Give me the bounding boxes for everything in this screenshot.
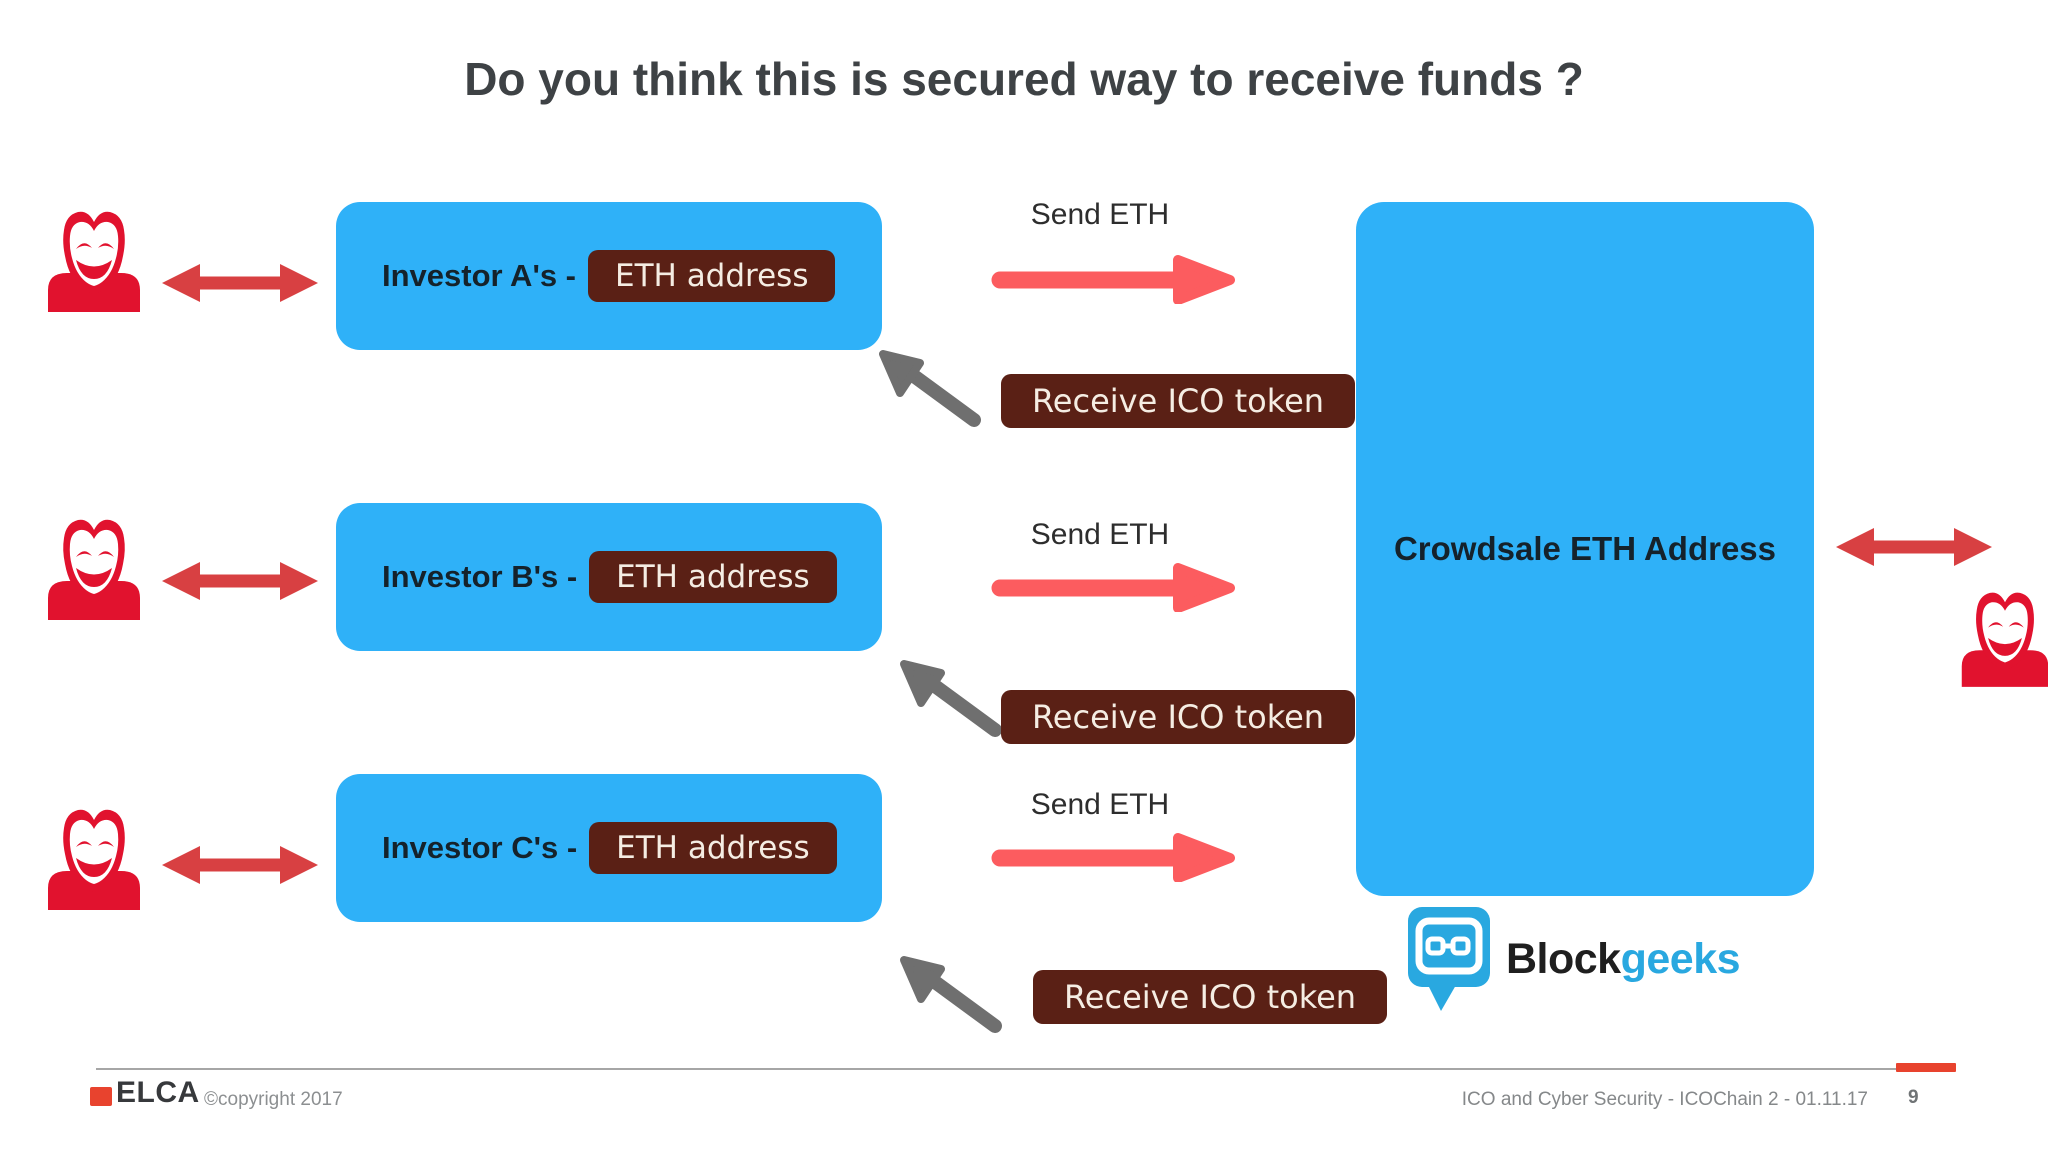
- footer-deck-title: ICO and Cyber Security - ICOChain 2 - 01…: [1461, 1089, 1868, 1110]
- bidirectional-arrow-icon: [160, 260, 320, 306]
- bidirectional-arrow-icon: [160, 842, 320, 888]
- investor-box: Investor B's - ETH address: [336, 503, 882, 651]
- send-eth-arrow-icon: [990, 560, 1238, 612]
- masked-investor-icon: [48, 809, 140, 910]
- receive-arrow-icon: [893, 948, 1011, 1036]
- investor-label: Investor A's -: [382, 258, 576, 293]
- send-eth-label: Send ETH: [1030, 518, 1170, 551]
- bidirectional-arrow-icon: [1834, 524, 1994, 570]
- elca-logo-mark: [90, 1087, 112, 1106]
- footer-accent-mark: [1896, 1063, 1956, 1072]
- send-eth-arrow-icon: [990, 252, 1238, 304]
- masked-investor-icon: [1961, 592, 2048, 687]
- send-eth-label: Send ETH: [1030, 788, 1170, 821]
- receive-ico-token-chip: Receive ICO token: [1033, 970, 1388, 1024]
- copyright-text: ©copyright 2017: [204, 1089, 343, 1110]
- slide-title: Do you think this is secured way to rece…: [464, 53, 1584, 105]
- masked-investor-icon: [48, 211, 140, 312]
- blockgeeks-icon: [1406, 905, 1492, 1013]
- crowdsale-label: Crowdsale ETH Address: [1393, 530, 1777, 567]
- elca-wordmark: ELCA: [116, 1076, 200, 1109]
- bidirectional-arrow-icon: [160, 558, 320, 604]
- elca-logo: ELCA: [90, 1076, 200, 1110]
- receive-arrow-icon: [872, 342, 990, 430]
- blockgeeks-word-block: Block: [1506, 934, 1621, 983]
- crowdsale-box: Crowdsale ETH Address: [1356, 202, 1814, 896]
- page-number: 9: [1908, 1087, 1919, 1108]
- receive-arrow-icon: [893, 652, 1011, 740]
- receive-ico-token-chip: Receive ICO token: [1001, 690, 1356, 744]
- blockgeeks-wordmark: Blockgeeks: [1506, 934, 1741, 984]
- send-eth-arrow-icon: [990, 830, 1238, 882]
- investor-box: Investor A's - ETH address: [336, 202, 882, 350]
- investor-box: Investor C's - ETH address: [336, 774, 882, 922]
- send-eth-label: Send ETH: [1030, 198, 1170, 231]
- receive-ico-token-chip: Receive ICO token: [1001, 374, 1356, 428]
- investor-label: Investor C's -: [382, 830, 578, 865]
- eth-address-chip: ETH address: [589, 551, 837, 603]
- eth-address-chip: ETH address: [588, 250, 836, 302]
- masked-investor-icon: [48, 519, 140, 620]
- investor-label: Investor B's -: [382, 559, 578, 594]
- footer-divider: [96, 1068, 1948, 1070]
- blockgeeks-logo: Blockgeeks: [1406, 904, 1741, 1014]
- eth-address-chip: ETH address: [589, 822, 837, 874]
- blockgeeks-word-geeks: geeks: [1620, 934, 1741, 983]
